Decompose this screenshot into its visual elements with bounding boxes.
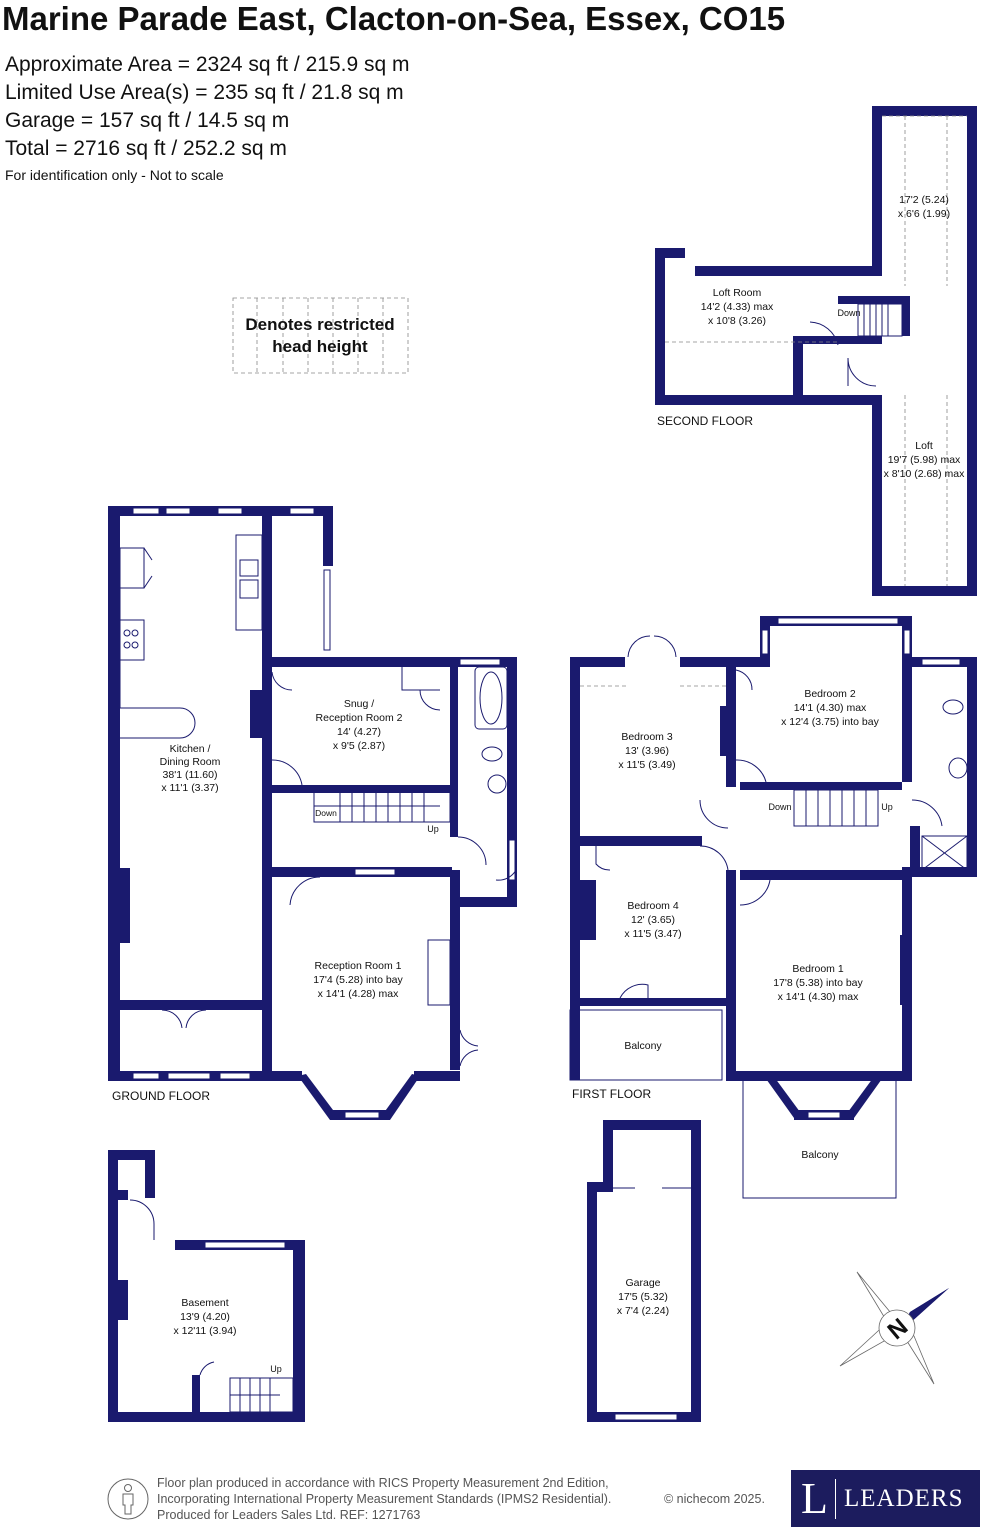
- area-total: Total = 2716 sq ft / 252.2 sq m: [5, 137, 287, 160]
- kitchen-name-2: Dining Room: [160, 756, 221, 768]
- snug-dim1: 14' (4.27): [337, 726, 381, 738]
- bedroom2-dim2: x 12'4 (3.75) into bay: [781, 716, 879, 728]
- snug-name-2: Reception Room 2: [316, 712, 403, 724]
- loft-room-dim2: x 10'8 (3.26): [708, 315, 766, 327]
- reception1-name: Reception Room 1: [315, 960, 402, 972]
- legend-line-2: head height: [272, 337, 368, 356]
- basement-dim2: x 12'11 (3.94): [173, 1325, 236, 1337]
- logo-letter: L: [801, 1474, 828, 1523]
- first-floor-label: FIRST FLOOR: [572, 1087, 651, 1101]
- legend-line-1: Denotes restricted: [245, 315, 394, 334]
- area-limited-use: Limited Use Area(s) = 235 sq ft / 21.8 s…: [5, 81, 404, 104]
- basement-stair-up: Up: [270, 1364, 282, 1374]
- area-approximate: Approximate Area = 2324 sq ft / 215.9 sq…: [5, 53, 410, 76]
- bedroom4-dim2: x 11'5 (3.47): [624, 928, 681, 940]
- snug-dim2: x 9'5 (2.87): [333, 740, 385, 752]
- bedroom2-name: Bedroom 2: [804, 688, 856, 700]
- second-floor-label: SECOND FLOOR: [657, 414, 753, 428]
- footer-text: Floor plan produced in accordance with R…: [157, 1475, 611, 1523]
- loft-room-dim1: 14'2 (4.33) max: [701, 301, 774, 313]
- person-icon: [107, 1478, 149, 1520]
- bedroom4-name: Bedroom 4: [627, 900, 679, 912]
- compass-rose: N: [839, 1271, 949, 1385]
- logo-name: LEADERS: [844, 1484, 964, 1512]
- balcony-right-label: Balcony: [801, 1149, 839, 1161]
- loft-name: Loft: [915, 440, 933, 452]
- bedroom3-dim2: x 11'5 (3.49): [618, 759, 675, 771]
- ground-stair-down: Down: [315, 808, 337, 818]
- leaders-logo: L LEADERS: [791, 1470, 980, 1527]
- basement-dim1: 13'9 (4.20): [180, 1311, 230, 1323]
- ground-floor-label: GROUND FLOOR: [112, 1089, 210, 1103]
- basement-name: Basement: [181, 1297, 228, 1309]
- area-garage: Garage = 157 sq ft / 14.5 sq m: [5, 109, 290, 132]
- loft-room-name: Loft Room: [713, 287, 762, 299]
- bedroom1-dim2: x 14'1 (4.30) max: [778, 991, 860, 1003]
- basement-plan: Up Basement 13'9 (4.20) x 12'11 (3.94): [108, 1150, 305, 1422]
- first-stair-up: Up: [881, 802, 893, 812]
- bedroom2-dim1: 14'1 (4.30) max: [794, 702, 867, 714]
- first-stair-down: Down: [768, 802, 791, 812]
- garage-dim1: 17'5 (5.32): [618, 1291, 668, 1303]
- garage-dim2: x 7'4 (2.24): [617, 1305, 669, 1317]
- restricted-height-legend: Denotes restricted head height: [232, 297, 409, 374]
- bedroom1-name: Bedroom 1: [792, 963, 844, 975]
- garage-plan: Garage 17'5 (5.32) x 7'4 (2.24): [587, 1120, 701, 1422]
- loft-top-dim2: x 6'6 (1.99): [898, 208, 950, 220]
- copyright: © nichecom 2025.: [664, 1492, 765, 1506]
- snug-name-1: Snug /: [344, 698, 374, 710]
- second-floor-plan: 17'2 (5.24) x 6'6 (1.99) Loft Room 14'2 …: [655, 106, 977, 596]
- footer-line-1: Floor plan produced in accordance with R…: [157, 1476, 609, 1490]
- bedroom3-dim1: 13' (3.96): [625, 745, 669, 757]
- first-floor-plan: Down Up Bedroom 3 13' (3.96) x 11'5 (3.4…: [569, 616, 977, 1199]
- balcony-left-label: Balcony: [624, 1040, 662, 1052]
- footer-line-3: Produced for Leaders Sales Ltd. REF: 127…: [157, 1508, 421, 1522]
- page-title: Marine Parade East, Clacton-on-Sea, Esse…: [2, 0, 786, 37]
- identification-note: For identification only - Not to scale: [5, 167, 224, 183]
- loft-stair-down: Down: [837, 308, 860, 318]
- loft-top-dim1: 17'2 (5.24): [899, 194, 949, 206]
- kitchen-name-1: Kitchen /: [170, 743, 211, 755]
- reception1-dim1: 17'4 (5.28) into bay: [313, 974, 403, 986]
- kitchen-dim2: x 11'1 (3.37): [161, 782, 218, 794]
- bedroom3-name: Bedroom 3: [621, 731, 673, 743]
- area-summary: Approximate Area = 2324 sq ft / 215.9 sq…: [5, 51, 410, 163]
- garage-name: Garage: [625, 1277, 660, 1289]
- footer-line-2: Incorporating International Property Mea…: [157, 1492, 612, 1506]
- ground-floor-plan: Down Up Kitchen / Dining Room 38'1 (11.6…: [108, 506, 517, 1120]
- logo-divider: [835, 1478, 836, 1519]
- bedroom4-dim1: 12' (3.65): [631, 914, 675, 926]
- ground-stair-up: Up: [427, 824, 439, 834]
- reception1-dim2: x 14'1 (4.28) max: [318, 988, 400, 1000]
- bedroom1-dim1: 17'8 (5.38) into bay: [773, 977, 863, 989]
- kitchen-dim1: 38'1 (11.60): [163, 769, 218, 781]
- loft-dim2: x 8'10 (2.68) max: [884, 468, 966, 480]
- loft-dim1: 19'7 (5.98) max: [888, 454, 961, 466]
